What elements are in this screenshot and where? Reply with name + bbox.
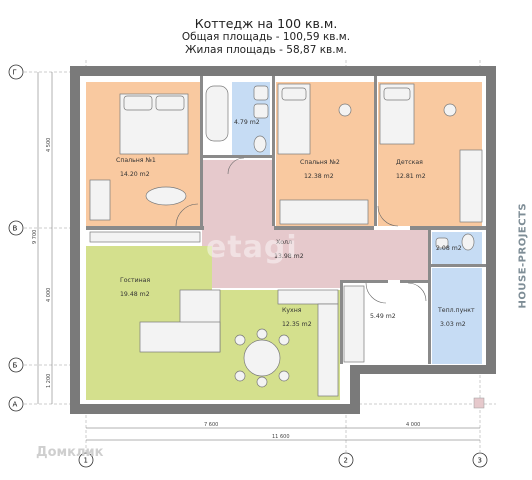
axis-col-2: 2: [344, 457, 348, 465]
dim-bottom-total: 11 600: [272, 434, 290, 440]
bedroom1-area: 14.20 m2: [120, 171, 150, 178]
furniture: [89, 83, 483, 397]
chair: [278, 370, 290, 382]
sink: [435, 237, 449, 249]
chair: [256, 328, 268, 340]
bathtub: [205, 85, 229, 142]
chair: [278, 334, 290, 346]
axis-row-a: А: [13, 401, 18, 409]
col-axis-markers: 1 2 3: [78, 452, 488, 468]
toilet: [461, 233, 475, 251]
axis-row-g: Г: [13, 69, 17, 77]
heat-room-area: 3.03 m2: [440, 321, 466, 328]
kitchen-counter: [277, 289, 339, 305]
toilet: [253, 135, 267, 153]
dimension-lines: [37, 72, 480, 441]
hall-area: 13.98 m2: [274, 253, 304, 260]
kids-room-name: Детская: [396, 159, 423, 166]
storage-area: 5.49 m2: [370, 313, 396, 320]
brand-label: HOUSE-PROJECTS: [517, 202, 529, 309]
corner-marker: [473, 397, 485, 409]
interior-walls: [86, 76, 486, 364]
living-room-area: 19.48 m2: [120, 291, 150, 298]
bedroom2-area: 12.38 m2: [304, 173, 334, 180]
wardrobe: [279, 199, 369, 225]
sink: [253, 85, 269, 101]
chair: [443, 103, 457, 117]
dim-left-bottom: 1 200: [46, 374, 52, 388]
bedroom2-name: Спальня №2: [300, 159, 340, 166]
axis-col-3: 3: [478, 457, 482, 465]
living-room-name: Гостиная: [120, 277, 150, 284]
pillow: [123, 95, 153, 111]
plan-title: Коттедж на 100 кв.м.: [194, 16, 338, 31]
vanity-table: [145, 186, 187, 206]
chair: [234, 370, 246, 382]
dim-left-top: 4 500: [46, 138, 52, 152]
hall-floor: [202, 160, 430, 288]
row-axis-markers: Г В Б А: [8, 64, 24, 412]
axis-col-1: 1: [84, 457, 88, 465]
plan-title-block: Коттедж на 100 кв.м. Общая площадь - 100…: [0, 16, 532, 57]
wardrobe: [89, 179, 111, 221]
axis-row-v: В: [13, 225, 18, 233]
axis-row-b: Б: [13, 362, 18, 370]
pillow: [383, 87, 411, 101]
watermark: etagi: [206, 230, 298, 265]
pillow: [155, 95, 185, 111]
sink: [253, 103, 269, 119]
door-swings: [175, 157, 427, 304]
kitchen-name: Кухня: [282, 307, 302, 314]
dim-left-mid: 4 000: [46, 288, 52, 302]
dining-table: [243, 339, 281, 377]
bathroom-area: 4.79 m2: [234, 119, 260, 126]
brand-strip: HOUSE-PROJECTS: [514, 180, 529, 310]
wc-area: 2.08 m2: [436, 245, 462, 252]
dim-left-total: 9 700: [32, 230, 38, 244]
sofa-part: [139, 321, 221, 353]
dim-bottom-left: 7 600: [204, 422, 218, 428]
heat-room-floor: [432, 268, 482, 364]
heat-room-name: Тепл.пункт: [437, 307, 475, 314]
hall-name: Холл: [276, 239, 292, 246]
total-area: Общая площадь - 100,59 кв.м.: [181, 31, 351, 43]
living-area: Жилая площадь - 58,87 кв.м.: [185, 44, 347, 56]
storage-shelf: [343, 285, 365, 363]
kitchen-counter: [317, 303, 339, 397]
kitchen-area: 12.35 m2: [282, 321, 312, 328]
chair: [256, 376, 268, 388]
kids-room-area: 12.81 m2: [396, 173, 426, 180]
chair: [234, 334, 246, 346]
pillow: [281, 87, 307, 101]
wardrobe: [459, 149, 483, 223]
shelf: [89, 231, 201, 243]
chair: [338, 103, 352, 117]
dim-bottom-right: 4 000: [406, 422, 420, 428]
logo: Домклик: [36, 445, 104, 460]
bedroom1-name: Спальня №1: [116, 157, 156, 164]
